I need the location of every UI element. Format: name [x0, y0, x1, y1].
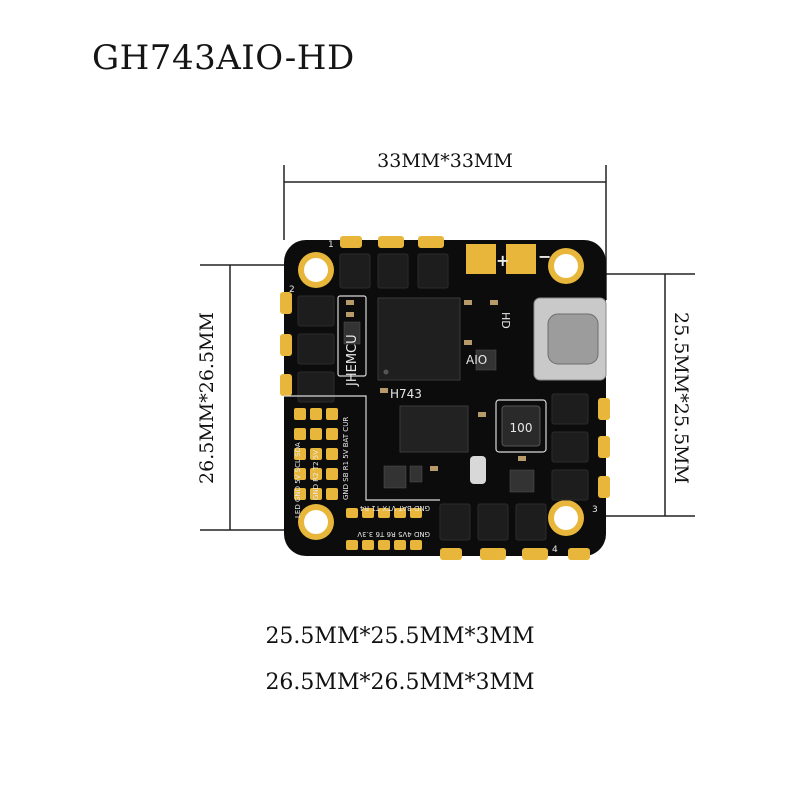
plus-label: +: [496, 251, 509, 270]
spec-line-2: 26.5MM*26.5MM*3MM: [265, 670, 535, 695]
corner-label-2: 2: [289, 285, 295, 295]
pad-row-e-label: GND 4V5 R6 T6 3.3V: [357, 530, 430, 538]
pcb-board: 100: [280, 236, 610, 560]
mcu-label: H743: [390, 387, 422, 401]
dimension-lines: [200, 165, 695, 531]
solder-pad-grid: [294, 408, 422, 550]
dimension-top-label: 33MM*33MM: [377, 150, 513, 172]
usb-c-port: [533, 297, 607, 381]
edge-pads: [280, 236, 610, 560]
mcu-body: [377, 297, 461, 381]
boot-button: [470, 456, 486, 484]
mosfets: [297, 253, 589, 541]
battery-minus-pad: [506, 244, 536, 274]
mcu-chip: [377, 297, 461, 381]
mount-hole-3: [298, 504, 334, 540]
battery-pads: [466, 244, 536, 274]
hd-label: HD: [499, 312, 512, 329]
silkscreen-outlines: [284, 295, 547, 501]
pad-row-d-label: GND BAT VTX T1 R4: [359, 504, 430, 512]
corner-label-4: 4: [552, 545, 558, 555]
corner-label-3: 3: [592, 505, 598, 515]
pad-row-b-label: GND R2 T2 5V: [312, 450, 320, 500]
spec-line-1: 25.5MM*25.5MM*3MM: [265, 624, 535, 649]
inductor: 100: [501, 405, 541, 447]
brand-label: JHEMCU: [345, 334, 360, 387]
aio-label: AIO: [466, 353, 487, 367]
silkscreen-text: JHEMCU H743 AIO HD + − 1 2 3 4 LED GND 5…: [289, 240, 598, 555]
pad-row-c-label: GND SB R1 5V BAT CUR: [342, 417, 350, 500]
minus-label: −: [538, 247, 551, 266]
mount-hole-2: [548, 248, 584, 284]
pad-row-a-label: LED GND 5V SCL SDA: [294, 442, 302, 518]
battery-plus-pad: [466, 244, 496, 274]
inductor-label: 100: [510, 421, 533, 435]
mounting-holes: [298, 248, 584, 540]
esc-chip: [399, 405, 469, 453]
small-ics: [343, 321, 535, 493]
mount-hole-4: [548, 500, 584, 536]
product-title: GH743AIO-HD: [92, 38, 355, 78]
passives: [346, 300, 526, 471]
mount-hole-1: [298, 252, 334, 288]
corner-label-1: 1: [328, 240, 334, 250]
